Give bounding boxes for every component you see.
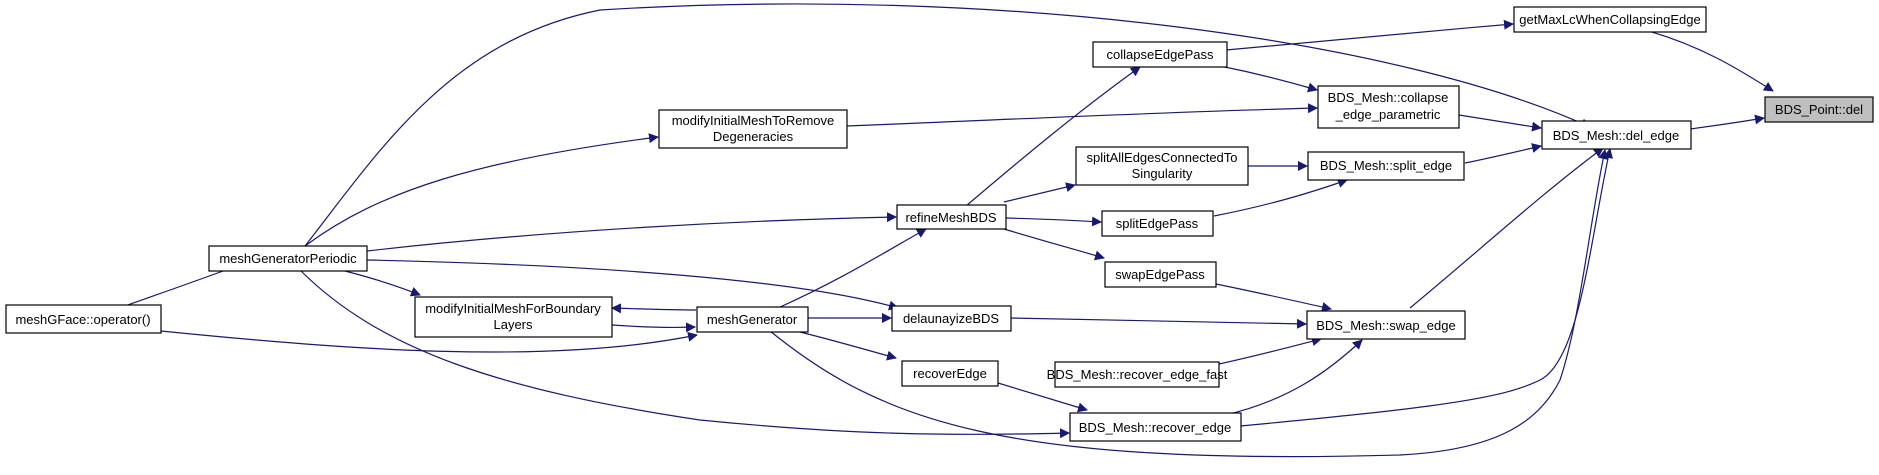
node-mesh-generator[interactable]: meshGenerator <box>696 306 809 333</box>
node-label: delaunayizeBDS <box>903 311 999 326</box>
node-refine-mesh-bds[interactable]: refineMeshBDS <box>896 204 1007 230</box>
node-modify-initial-mesh-for-boundary-layers[interactable]: modifyInitialMeshForBoundary Layers <box>414 296 613 338</box>
edge-periodic-to-modify-remove <box>304 133 659 247</box>
node-swap-edge-pass[interactable]: swapEdgePass <box>1104 261 1217 288</box>
node-split-edge-pass[interactable]: splitEdgePass <box>1101 210 1214 237</box>
edge-refine-to-split-edge-pass <box>1005 216 1102 227</box>
node-mesh-generator-periodic[interactable]: meshGeneratorPeriodic <box>208 245 368 272</box>
node-label: BDS_Mesh::split_edge <box>1320 158 1452 173</box>
node-label: Singularity <box>1132 166 1193 181</box>
edge-swap-edge-pass-to-swap-edge <box>1215 283 1332 312</box>
edge-mesh-generator-to-modify-boundary <box>611 303 697 314</box>
node-label: modifyInitialMeshForBoundary <box>425 301 601 316</box>
edge-recover-edge-to-swap-edge <box>1224 339 1363 416</box>
edge-operator-to-mesh-generator <box>160 330 698 353</box>
node-get-max-lc-when-collapsing-edge[interactable]: getMaxLcWhenCollapsingEdge <box>1513 6 1707 33</box>
edge-periodic-to-del-edge <box>304 3 1591 247</box>
edge-collapse-edge-pass-to-get-max-lc <box>1225 19 1514 51</box>
edge-mesh-generator-to-recover-edge-small <box>799 331 897 361</box>
edge-delaunayize-to-swap-edge <box>1010 317 1307 329</box>
edge-split-edge-pass-to-split-edge <box>1213 178 1348 217</box>
node-label: recoverEdge <box>913 366 987 381</box>
node-bds-mesh-del-edge[interactable]: BDS_Mesh::del_edge <box>1541 120 1692 150</box>
node-recover-edge[interactable]: recoverEdge <box>901 360 999 387</box>
node-delaunayize-bds[interactable]: delaunayizeBDS <box>891 305 1012 332</box>
edge-modify-boundary-to-mesh-generator <box>611 322 696 333</box>
node-modify-initial-mesh-to-remove-degeneracies[interactable]: modifyInitialMeshToRemove Degeneracies <box>658 109 848 149</box>
edge-del-edge-to-bds-point-del <box>1689 114 1765 130</box>
node-label: BDS_Mesh::swap_edge <box>1316 318 1455 333</box>
node-label: modifyInitialMeshToRemove <box>672 113 835 128</box>
edge-swap-edge-to-del-edge <box>1409 147 1604 309</box>
node-label: BDS_Mesh::collapse <box>1328 90 1449 105</box>
node-bds-mesh-recover-edge[interactable]: BDS_Mesh::recover_edge <box>1069 412 1242 442</box>
node-label: Degeneracies <box>713 129 794 144</box>
edge-modify-remove-to-collapse <box>845 103 1318 127</box>
node-label: meshGeneratorPeriodic <box>219 251 357 266</box>
edge-refine-to-collapse-edge-pass <box>965 66 1141 207</box>
edge-mesh-generator-to-del-edge <box>769 149 1609 458</box>
node-label: _edge_parametric <box>1335 107 1441 122</box>
edge-recover-fast-to-swap-edge <box>1218 336 1322 365</box>
edge-collapse-to-del-edge <box>1458 114 1542 132</box>
edge-periodic-to-delaunayize <box>366 259 899 311</box>
node-bds-point-del[interactable]: BDS_Point::del <box>1764 96 1874 123</box>
node-collapse-edge-pass[interactable]: collapseEdgePass <box>1092 41 1228 68</box>
node-bds-mesh-split-edge[interactable]: BDS_Mesh::split_edge <box>1307 151 1465 181</box>
node-label: BDS_Mesh::recover_edge <box>1079 420 1231 435</box>
edge-periodic-to-refine <box>366 212 897 252</box>
node-label: splitEdgePass <box>1116 216 1199 231</box>
node-label: splitAllEdgesConnectedTo <box>1086 150 1237 165</box>
edge-get-max-lc-to-bds-point-del <box>1644 29 1774 92</box>
node-bds-mesh-recover-edge-fast[interactable]: BDS_Mesh::recover_edge_fast <box>1047 361 1228 388</box>
node-bds-mesh-collapse-edge-parametric[interactable]: BDS_Mesh::collapse _edge_parametric <box>1317 85 1460 129</box>
node-label: BDS_Mesh::recover_edge_fast <box>1047 367 1228 382</box>
edge-split-edge-to-del-edge <box>1464 143 1542 164</box>
node-label: collapseEdgePass <box>1107 47 1214 62</box>
node-label: meshGFace::operator() <box>15 312 150 327</box>
node-label: getMaxLcWhenCollapsingEdge <box>1519 12 1700 27</box>
node-label: swapEdgePass <box>1115 267 1205 282</box>
node-label: meshGenerator <box>707 312 798 327</box>
node-label: refineMeshBDS <box>905 210 996 225</box>
node-label: BDS_Point::del <box>1775 102 1863 117</box>
edge-recover-edge-to-del-edge <box>1094 148 1613 440</box>
edge-mesh-generator-to-refine <box>777 228 927 309</box>
edge-periodic-to-recover-edge <box>299 269 1070 439</box>
node-label: BDS_Mesh::del_edge <box>1553 128 1679 143</box>
edge-collapse-edge-pass-to-collapse <box>1219 65 1318 93</box>
edge-refine-to-split-all <box>1003 182 1076 203</box>
edge-recover-edge-small-to-recover-edge <box>997 382 1088 413</box>
node-label: Layers <box>493 317 533 332</box>
edge-periodic-to-modify-boundary <box>344 270 421 297</box>
node-bds-mesh-swap-edge[interactable]: BDS_Mesh::swap_edge <box>1306 310 1466 340</box>
edge-refine-to-swap-edge-pass <box>993 225 1105 261</box>
node-split-all-edges-connected-to-singularity[interactable]: splitAllEdgesConnectedTo Singularity <box>1075 146 1249 186</box>
node-mesh-gface-operator[interactable]: meshGFace::operator() <box>5 304 162 334</box>
